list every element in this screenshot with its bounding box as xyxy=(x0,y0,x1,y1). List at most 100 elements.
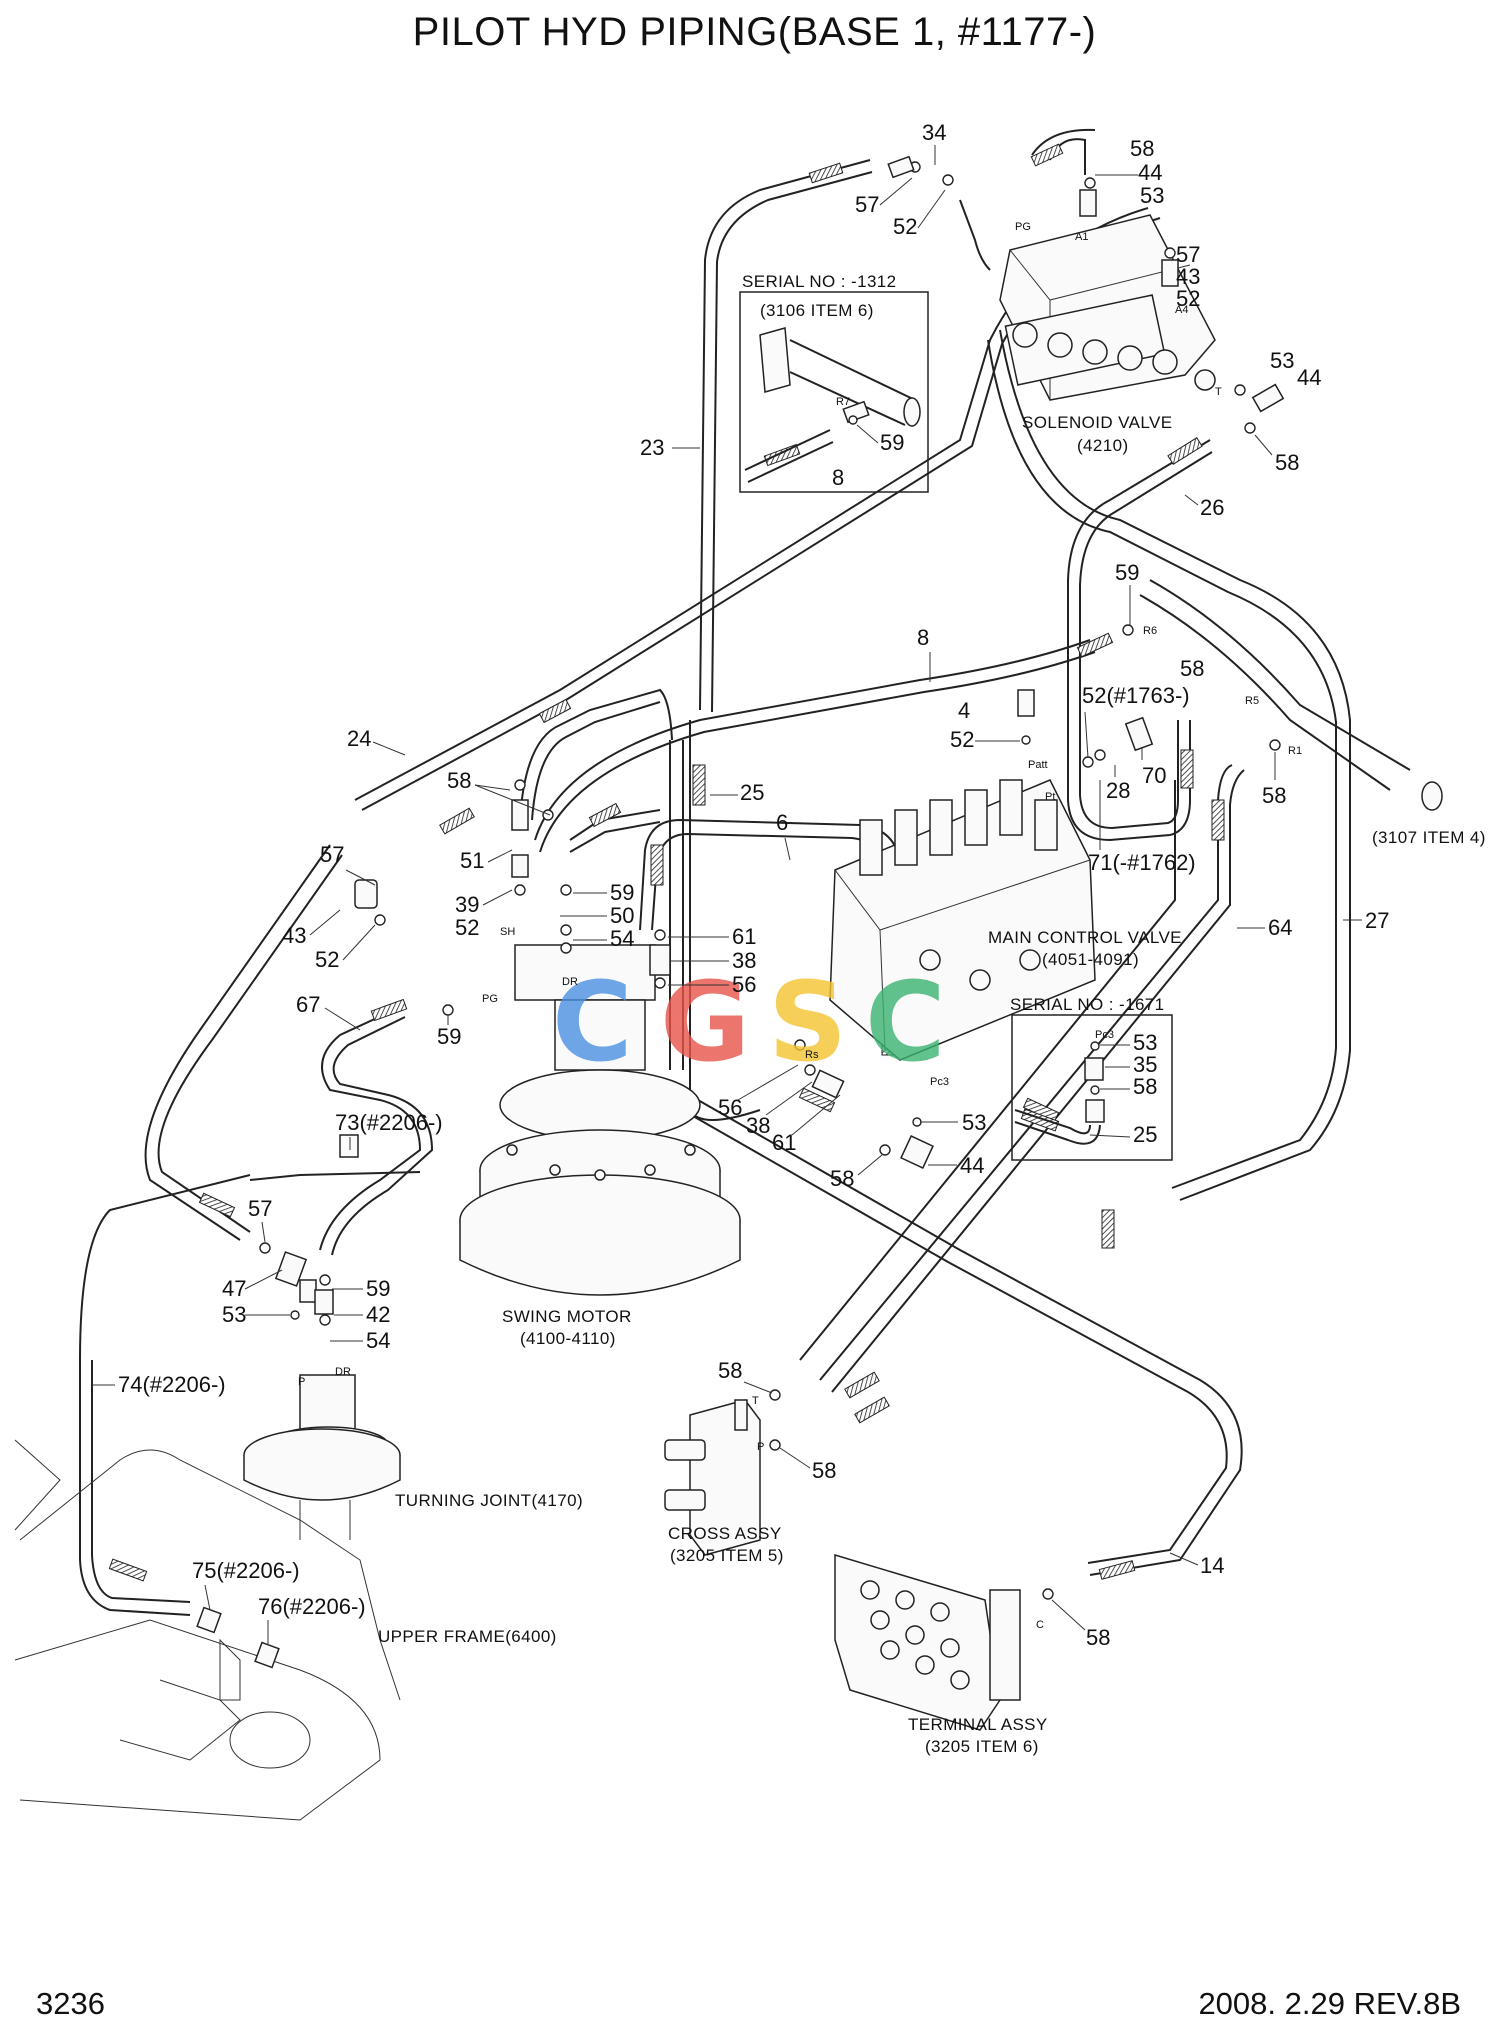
svg-text:T: T xyxy=(752,1395,759,1407)
callout: 56 xyxy=(732,972,756,997)
callout: 57 xyxy=(248,1196,272,1221)
callouts: 34 57 52 58 44 53 57 43 52 53 44 58 26 2… xyxy=(92,120,1389,1650)
cgsc-watermark: C G S C xyxy=(552,958,946,1086)
inset-b-serial: SERIAL NO : -1671 xyxy=(1010,995,1165,1014)
callout: 52 xyxy=(315,947,339,972)
terminal-assy-ref: (3205 ITEM 6) xyxy=(925,1737,1039,1756)
svg-text:SH: SH xyxy=(500,926,515,938)
callout: 59 xyxy=(366,1276,390,1301)
inset-b-num-25: 25 xyxy=(1133,1122,1157,1147)
callout: 59 xyxy=(610,880,634,905)
callout: 8 xyxy=(917,625,929,650)
inset-a-ref: (3106 ITEM 6) xyxy=(760,301,874,320)
svg-text:R7: R7 xyxy=(836,396,850,408)
solenoid-valve-ref: (4210) xyxy=(1077,436,1129,455)
callout: 43 xyxy=(282,923,306,948)
callout: 44 xyxy=(1138,160,1162,185)
inset-a-num-59: 59 xyxy=(880,430,904,455)
callout: 56 xyxy=(718,1095,742,1120)
callout: 53 xyxy=(1270,348,1294,373)
component-labels: SOLENOID VALVE (4210) MAIN CONTROL VALVE… xyxy=(378,413,1486,1756)
inset-serial-1312: SERIAL NO : -1312 (3106 ITEM 6) R7 59 8 xyxy=(739,272,929,493)
inset-b-num-35: 35 xyxy=(1133,1052,1157,1077)
svg-text:C: C xyxy=(1036,1619,1044,1631)
inset-b-num-58: 58 xyxy=(1133,1074,1157,1099)
callout: 52 xyxy=(455,915,479,940)
callout: 57 xyxy=(855,192,879,217)
callout: 52 xyxy=(1176,286,1200,311)
callout: 43 xyxy=(1176,264,1200,289)
callout: 59 xyxy=(1115,560,1139,585)
watermark-letter-4: C xyxy=(865,958,946,1086)
svg-text:DR: DR xyxy=(562,976,578,988)
solenoid-valve-label: SOLENOID VALVE xyxy=(1022,413,1172,432)
svg-text:PG: PG xyxy=(482,993,498,1005)
turning-joint-label: TURNING JOINT(4170) xyxy=(395,1491,583,1510)
callout: 75(#2206-) xyxy=(192,1558,300,1583)
callout: 70 xyxy=(1142,763,1166,788)
callout: 73(#2206-) xyxy=(335,1110,443,1135)
upper-frame xyxy=(14,1439,401,1821)
callout: 58 xyxy=(1180,656,1204,681)
return-pipe-3107 xyxy=(1139,579,1443,811)
cross-assy xyxy=(664,1399,761,1556)
main-control-valve xyxy=(829,779,1096,1061)
callout: 38 xyxy=(732,948,756,973)
callout: 53 xyxy=(962,1110,986,1135)
svg-text:R5: R5 xyxy=(1245,695,1259,707)
callout: 58 xyxy=(447,768,471,793)
callout: 64 xyxy=(1268,915,1292,940)
svg-text:Pc3: Pc3 xyxy=(1095,1029,1114,1041)
callout: 50 xyxy=(610,903,634,928)
callout: 38 xyxy=(746,1113,770,1138)
svg-text:R1: R1 xyxy=(1288,745,1302,757)
callout: 4 xyxy=(958,698,970,723)
callout: 58 xyxy=(830,1166,854,1191)
callout: 58 xyxy=(1275,450,1299,475)
callout: 47 xyxy=(222,1276,246,1301)
inset-a-num-8: 8 xyxy=(832,465,844,490)
callout: 42 xyxy=(366,1302,390,1327)
cross-assy-ref: (3205 ITEM 5) xyxy=(670,1546,784,1565)
svg-text:Pt: Pt xyxy=(1045,791,1055,803)
watermark-letter-1: C xyxy=(552,958,633,1086)
watermark-letter-2: G xyxy=(660,958,750,1086)
cross-assy-label: CROSS ASSY xyxy=(668,1524,782,1543)
ref-3107-label: (3107 ITEM 4) xyxy=(1372,828,1486,847)
callout: 53 xyxy=(1140,183,1164,208)
swing-motor xyxy=(459,944,741,1296)
callout: 54 xyxy=(610,926,634,951)
svg-text:Pc3: Pc3 xyxy=(930,1076,949,1088)
upper-frame-label: UPPER FRAME(6400) xyxy=(378,1627,557,1646)
svg-text:R6: R6 xyxy=(1143,625,1157,637)
callout: 34 xyxy=(922,120,946,145)
callout: 53 xyxy=(222,1302,246,1327)
callout: 58 xyxy=(1086,1625,1110,1650)
page-number: 3236 xyxy=(36,1986,105,2021)
swing-motor-ref: (4100-4110) xyxy=(520,1329,616,1348)
callout: 59 xyxy=(437,1024,461,1049)
svg-text:P: P xyxy=(298,1376,305,1388)
callout: 39 xyxy=(455,892,479,917)
callout: 44 xyxy=(1297,365,1321,390)
callout: 52 xyxy=(893,214,917,239)
svg-text:T: T xyxy=(1215,386,1222,398)
callout: 27 xyxy=(1365,908,1389,933)
callout: 14 xyxy=(1200,1553,1224,1578)
callout: 51 xyxy=(460,848,484,873)
watermark-letter-3: S xyxy=(768,958,847,1086)
callout: 76(#2206-) xyxy=(258,1594,366,1619)
svg-text:DR: DR xyxy=(335,1366,351,1378)
swing-motor-label: SWING MOTOR xyxy=(502,1307,632,1326)
callout: 28 xyxy=(1106,778,1130,803)
callout: 58 xyxy=(812,1458,836,1483)
callout: 71(-#1762) xyxy=(1088,850,1196,875)
svg-text:PG: PG xyxy=(1015,221,1031,233)
callout: 58 xyxy=(1130,136,1154,161)
callout: 52(#1763-) xyxy=(1082,683,1190,708)
page-title: PILOT HYD PIPING(BASE 1, #1177-) xyxy=(412,10,1097,54)
fittings xyxy=(196,155,1285,1669)
mcv-label: MAIN CONTROL VALVE xyxy=(988,928,1182,947)
callout: 74(#2206-) xyxy=(118,1372,226,1397)
svg-text:Rs: Rs xyxy=(805,1049,819,1061)
